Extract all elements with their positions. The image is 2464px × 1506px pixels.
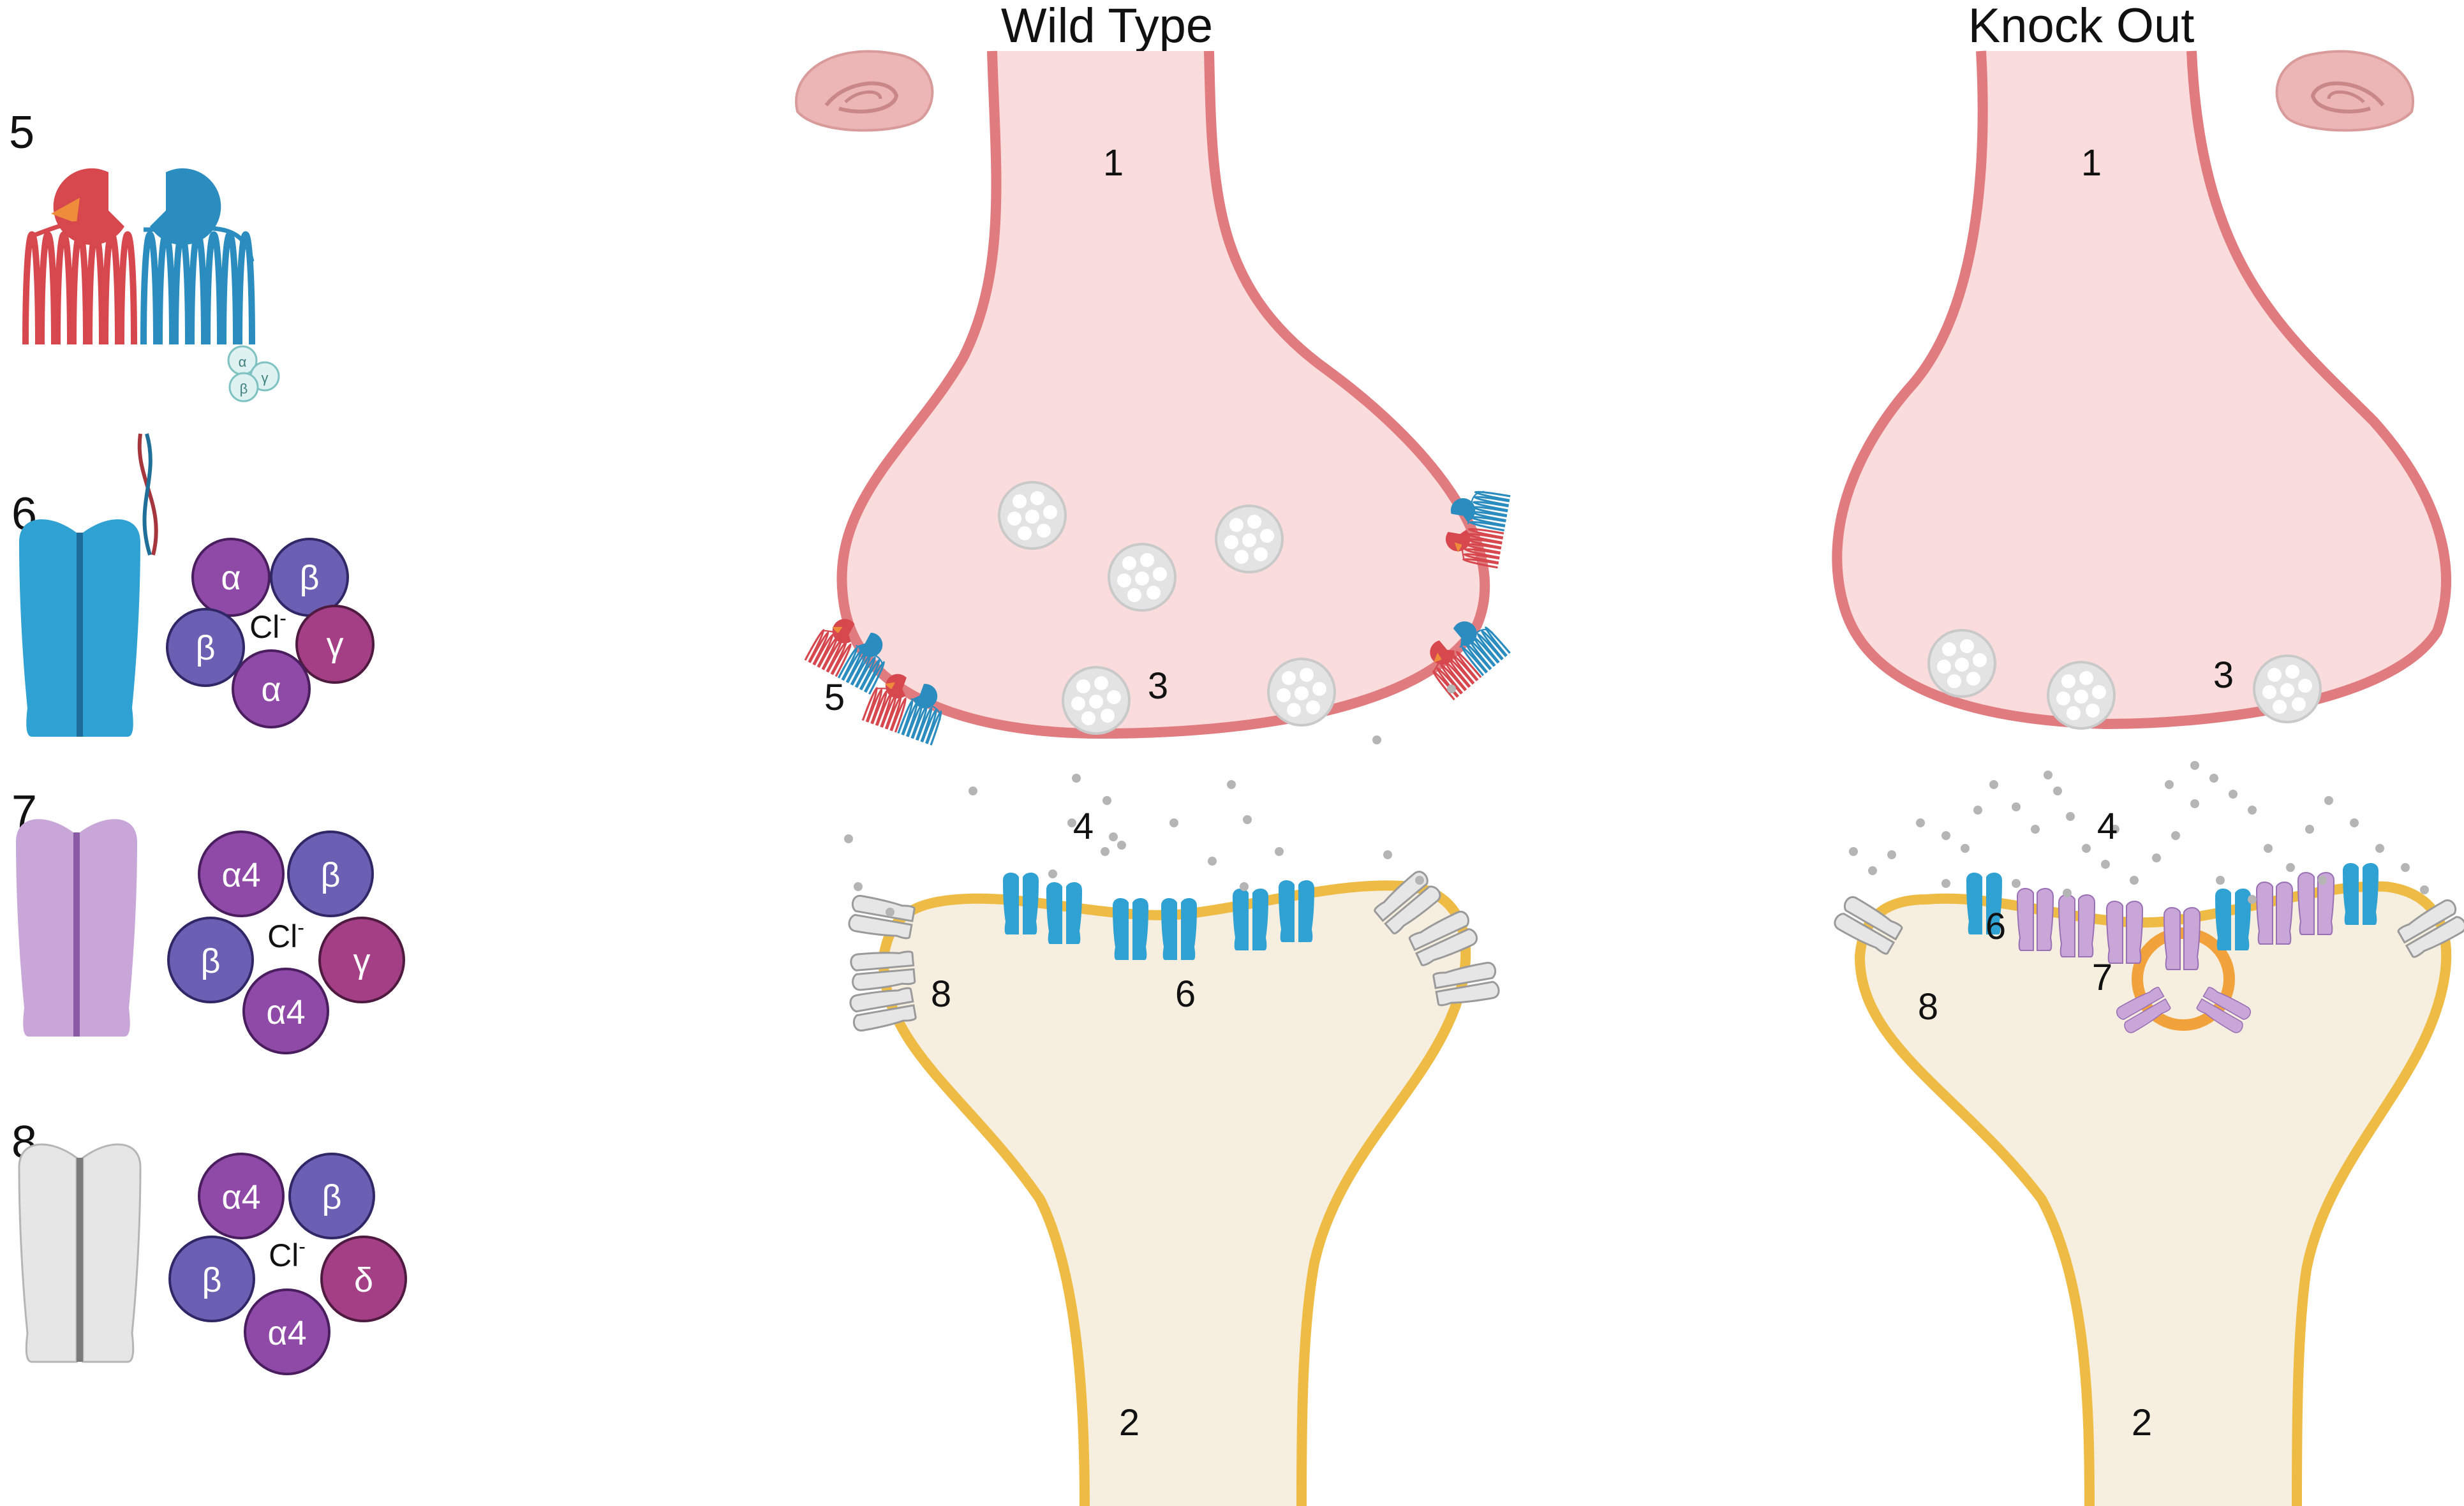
subunit-alpha4-2: α4 bbox=[267, 1314, 306, 1352]
g-protein-alpha-label: α bbox=[239, 354, 247, 370]
gaba-a-channel-icon-gray bbox=[18, 1143, 142, 1363]
subunit-alpha: α bbox=[221, 559, 241, 597]
panel-title-knock-out: Knock Out bbox=[1968, 0, 2195, 53]
label-2: 2 bbox=[2132, 1402, 2152, 1443]
subunit-beta-2: β bbox=[202, 1261, 221, 1299]
subunit-beta: β bbox=[320, 856, 340, 894]
g-protein-gamma-label: γ bbox=[262, 370, 269, 386]
chloride-label: Cl- bbox=[269, 1235, 306, 1273]
gaba-b-receptor-icon: α β γ bbox=[26, 168, 280, 556]
label-5: 5 bbox=[824, 677, 845, 718]
subunit-beta-2: β bbox=[195, 629, 215, 667]
postsynaptic-terminal bbox=[878, 880, 1471, 1506]
subunit-gamma: γ bbox=[327, 626, 344, 664]
presynaptic-terminal bbox=[836, 50, 1490, 739]
label-6: 6 bbox=[1175, 973, 1196, 1015]
label-4: 4 bbox=[2097, 806, 2118, 847]
label-8: 8 bbox=[931, 973, 951, 1015]
panel-title-wild-type: Wild Type bbox=[1001, 0, 1213, 53]
vesicle-icon bbox=[2047, 661, 2116, 730]
subunit-wheel-6: α β γ α β Cl- bbox=[166, 538, 375, 728]
gaba-molecules bbox=[1849, 761, 2429, 904]
subunit-beta-2: β bbox=[200, 942, 220, 980]
vesicle-icon bbox=[1927, 629, 1996, 698]
brain-icon bbox=[796, 52, 932, 131]
gaba-a-channel-icon-purple bbox=[16, 819, 137, 1037]
g-protein-beta-label: β bbox=[240, 381, 248, 397]
label-1: 1 bbox=[2081, 142, 2102, 184]
gaba-a-channel-icon-blue bbox=[19, 519, 140, 737]
subunit-alpha-2: α bbox=[261, 670, 281, 709]
label-3: 3 bbox=[2213, 654, 2234, 696]
label-6: 6 bbox=[1985, 906, 2006, 947]
brain-icon bbox=[2277, 52, 2413, 131]
legend-item-5: 5 α β γ bbox=[9, 107, 280, 556]
panel-knock-out: Knock Out bbox=[1831, 0, 2464, 1506]
panel-wild-type: Wild Type bbox=[796, 0, 1511, 1506]
subunit-beta: β bbox=[322, 1178, 341, 1216]
label-1: 1 bbox=[1103, 142, 1124, 184]
chloride-label: Cl- bbox=[267, 916, 304, 954]
chloride-label: Cl- bbox=[249, 607, 286, 645]
vesicle-icon bbox=[998, 481, 1067, 550]
presynaptic-terminal bbox=[1832, 50, 2451, 730]
vesicle-icon bbox=[1108, 543, 1176, 612]
label-3: 3 bbox=[1148, 665, 1168, 707]
vesicle-icon bbox=[1062, 666, 1131, 735]
subunit-wheel-7: α4 β γ α4 β Cl- bbox=[167, 831, 405, 1054]
legend-item-6: 6 α β γ α β Cl- bbox=[11, 489, 375, 737]
subunit-wheel-8: α4 β δ α4 β Cl- bbox=[168, 1153, 407, 1375]
subunit-alpha4-2: α4 bbox=[266, 993, 305, 1031]
label-2: 2 bbox=[1119, 1402, 1139, 1443]
gaba-molecules bbox=[844, 684, 1456, 917]
legend-item-8: 8 α4 β δ α4 β Cl- bbox=[11, 1117, 407, 1375]
subunit-beta: β bbox=[299, 559, 319, 597]
postsynaptic-terminal bbox=[1854, 881, 2452, 1506]
subunit-alpha4: α4 bbox=[221, 1178, 260, 1216]
extrasynaptic-receptor-icon bbox=[847, 894, 916, 942]
legend-number-5: 5 bbox=[9, 107, 34, 158]
vesicle-icon bbox=[1267, 658, 1336, 727]
label-7: 7 bbox=[2092, 957, 2112, 998]
label-4: 4 bbox=[1073, 806, 1094, 847]
subunit-delta: δ bbox=[354, 1261, 373, 1299]
legend: 5 α β γ 6 bbox=[9, 107, 407, 1375]
vesicle-icon bbox=[2253, 654, 2322, 723]
legend-item-7: 7 α4 β γ α4 β Cl- bbox=[11, 786, 405, 1054]
label-8: 8 bbox=[1918, 986, 1938, 1028]
subunit-gamma: γ bbox=[353, 942, 371, 980]
vesicle-icon bbox=[1215, 505, 1284, 573]
subunit-alpha4: α4 bbox=[221, 856, 260, 894]
